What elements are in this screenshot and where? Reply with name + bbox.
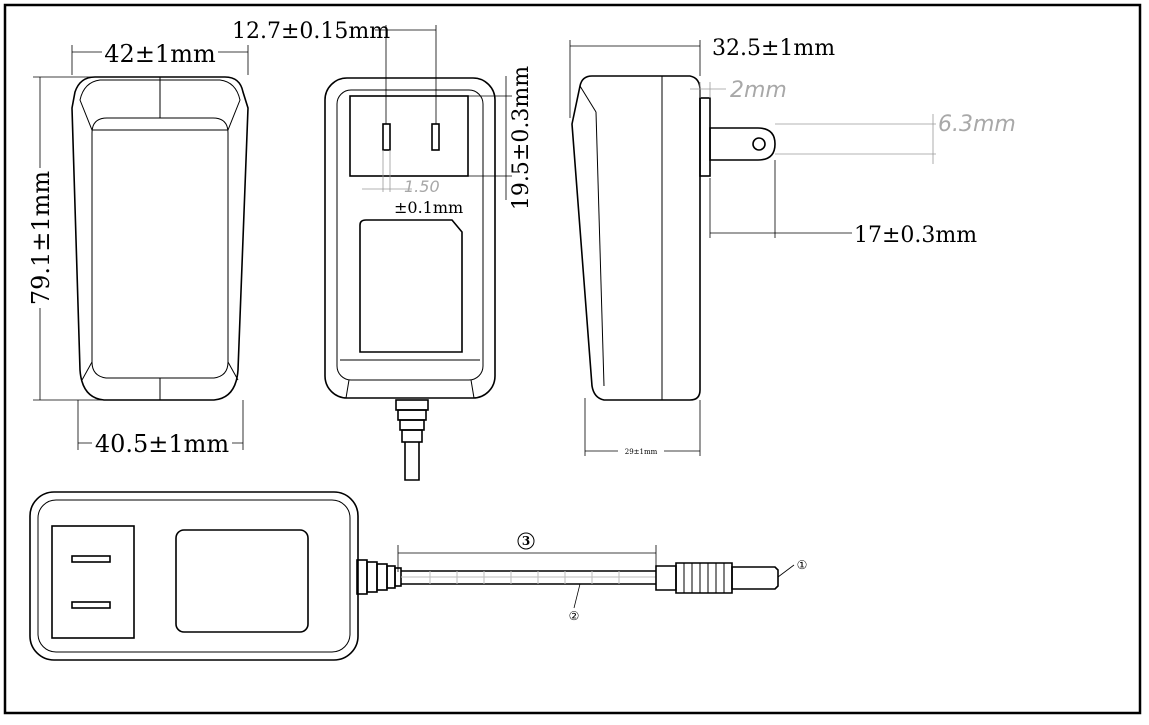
dim-side-body-depth: 29±1mm [584,398,701,456]
front-width-top-label: 42±1mm [104,40,216,68]
front-width-bottom-label: 40.5±1mm [95,430,230,458]
drawing-frame [3,3,1142,715]
pin-length-label: 17±0.3mm [854,223,977,248]
front-view [71,76,249,401]
dim-pin-length-face: 19.5±0.3mm [468,66,534,210]
base-thickness-label: 2mm [730,78,787,103]
plug-face-view [324,77,496,481]
dim-pin-length: 17±0.3mm [709,160,977,248]
pin-thickness-tol-label: ±0.1mm [394,198,463,217]
pin-thickness-value-label: 1.50 [404,177,440,196]
pin-hole-label: 6.3mm [938,112,1016,137]
callout-cable: ② [569,583,581,623]
side-view [571,75,776,401]
dim-front-height: 79.1±1mm [27,76,104,401]
dim-base-thickness: 2mm [690,78,787,103]
pin-length-face-label: 19.5±0.3mm [509,66,534,210]
dim-side-depth: 32.5±1mm [569,36,835,118]
dim-pin-hole: 6.3mm [775,112,1016,164]
dim-front-width-bottom: 40.5±1mm [77,400,244,458]
top-view-with-cable [29,491,779,661]
cable-callout: ② [569,609,580,623]
pin-spacing-label: 12.7±0.15mm [232,19,390,44]
cable-length-callout: 3 [522,534,530,548]
dim-pin-thickness: 1.50 ±0.1mm [362,150,463,217]
dim-front-width-top: 42±1mm [71,38,249,75]
callout-plug-tip: ① [777,558,808,578]
front-height-label: 79.1±1mm [27,171,55,306]
dim-pin-spacing: 12.7±0.15mm [232,19,437,124]
dim-cable-length: 3 [397,532,657,572]
plug-tip-callout: ① [797,558,808,572]
side-depth-label: 32.5±1mm [712,36,835,61]
side-body-depth-label: 29±1mm [625,448,658,456]
